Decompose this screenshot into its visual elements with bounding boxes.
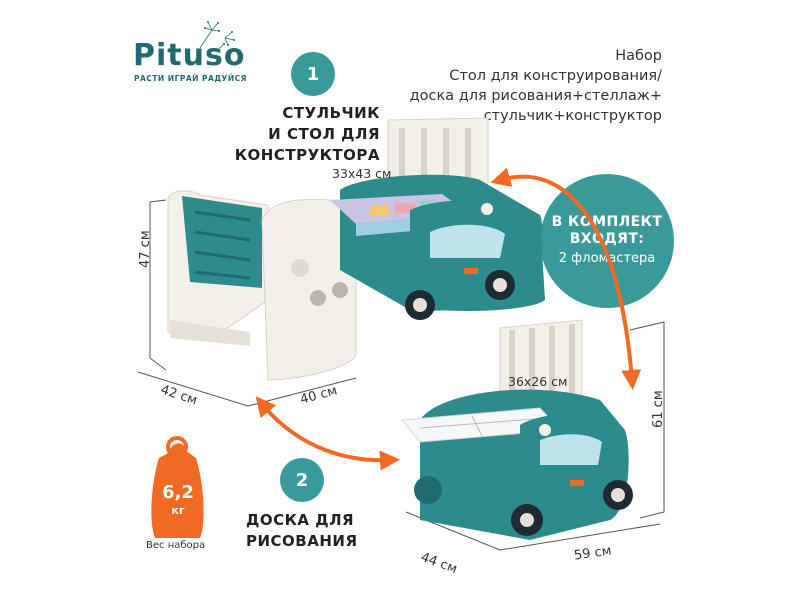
set-description-line: стульчик+конструктор (483, 108, 662, 124)
chair-height-label: 47 см (138, 230, 153, 268)
mode-2-caption-line: РИСОВАНИЯ (246, 532, 358, 550)
mode-1-caption-line: КОНСТРУКТОРА (234, 146, 380, 164)
set-description: Набор Стол для конструирования/ доска дл… (342, 46, 662, 126)
car-light (570, 480, 584, 486)
weight-value: 6,2 (162, 482, 194, 503)
mode-1-caption: СТУЛЬЧИК И СТОЛ ДЛЯ КОНСТРУКТОРА (215, 103, 380, 166)
weight-unit: кг (171, 504, 185, 517)
transform-arrow-right (490, 167, 642, 390)
drawing-table-illustration (401, 319, 633, 540)
car-window (540, 434, 602, 465)
chair-hole (291, 259, 309, 277)
table-height-label: 61 см (651, 390, 666, 428)
brand-tagline: РАСТИ ИГРАЙ РАДУЙСЯ (134, 74, 247, 83)
tabletop-size-label: 33x43 см (332, 166, 392, 181)
weight-caption: Вес набора (146, 540, 206, 551)
set-description-line: Набор (615, 48, 662, 64)
mode-2-badge: 2 (280, 458, 324, 502)
set-description-line: доска для рисования+стеллаж+ (409, 88, 662, 104)
brand-logo: Pituso (133, 38, 246, 73)
mode-1-caption-line: И СТОЛ ДЛЯ (268, 125, 380, 143)
set-description-line: Стол для конструирования/ (449, 68, 662, 84)
mode-2-caption: ДОСКА ДЛЯ РИСОВАНИЯ (246, 510, 376, 552)
construction-table-illustration (330, 117, 545, 320)
weight-icon (151, 436, 204, 538)
dandelion-icon (199, 21, 235, 49)
board-size-label: 36x26 см (508, 374, 568, 389)
mode-2-caption-line: ДОСКА ДЛЯ (246, 511, 355, 529)
chair-slats (194, 210, 251, 280)
chair-dimension-lines (137, 199, 357, 407)
car-window (430, 224, 505, 258)
mode-1-caption-line: СТУЛЬЧИК (282, 104, 380, 122)
table-dimension-lines (405, 321, 665, 551)
mode-1-badge: 1 (291, 52, 335, 96)
car-light (464, 268, 478, 274)
transform-arrow-left (255, 396, 400, 471)
chair-illustration (167, 190, 357, 381)
